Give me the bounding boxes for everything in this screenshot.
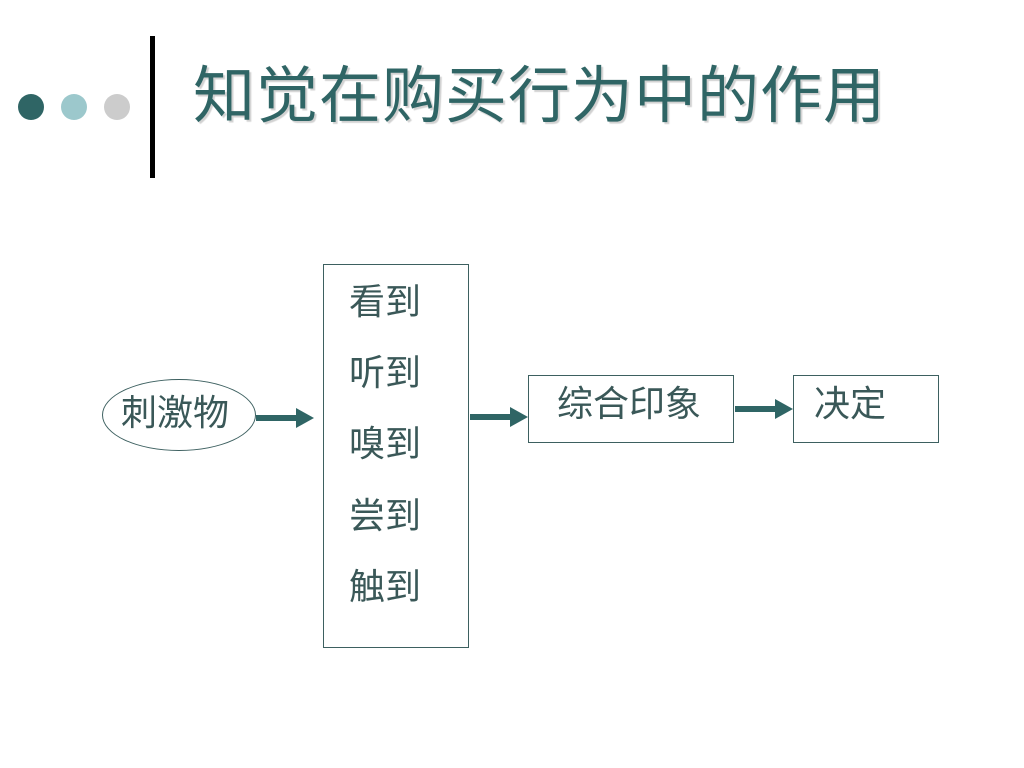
decision-label: 决定 xyxy=(814,384,887,425)
sense-touch: 触到 xyxy=(349,567,422,608)
arrow-head-3 xyxy=(775,399,793,419)
arrow-head-1 xyxy=(296,408,314,428)
bullet-dot-gray xyxy=(104,94,130,120)
page-title: 知觉在购买行为中的作用 xyxy=(193,59,887,132)
arrow-head-2 xyxy=(510,407,528,427)
sense-see: 看到 xyxy=(349,282,422,323)
bullet-dot-light xyxy=(61,94,87,120)
arrow-shaft-2 xyxy=(470,414,512,420)
impression-box xyxy=(528,375,734,443)
stimulus-ellipse xyxy=(102,379,256,451)
impression-label: 综合印象 xyxy=(557,384,702,425)
senses-box xyxy=(323,264,469,648)
title-divider xyxy=(150,36,155,178)
sense-hear: 听到 xyxy=(349,353,422,394)
sense-smell: 嗅到 xyxy=(349,424,422,465)
arrow-shaft-1 xyxy=(256,415,298,421)
bullet-dot-dark xyxy=(18,94,44,120)
decision-box xyxy=(793,375,939,443)
sense-taste: 尝到 xyxy=(349,496,422,537)
stimulus-label: 刺激物 xyxy=(121,393,230,434)
arrow-shaft-3 xyxy=(735,406,777,412)
